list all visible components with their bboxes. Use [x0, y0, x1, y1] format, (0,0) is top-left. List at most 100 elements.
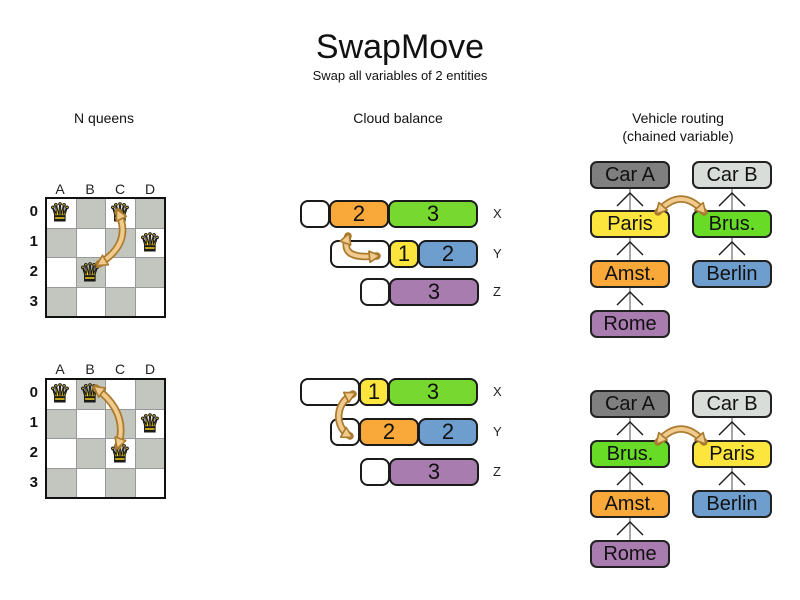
computer-label: X: [493, 206, 502, 221]
process-segment: 1: [389, 240, 419, 268]
queen-icon: ♛: [138, 228, 162, 257]
board-cell: [135, 380, 164, 409]
heading-cloud-balance: Cloud balance: [353, 110, 443, 126]
board-row-label: 2: [29, 444, 38, 461]
computer-label: Z: [493, 464, 501, 479]
board-cell: [47, 258, 76, 287]
board-col-label: B: [85, 361, 95, 377]
process-segment: 2: [359, 418, 419, 446]
computer-label: Z: [493, 284, 501, 299]
process-segment: 2: [329, 200, 389, 228]
free-segment: [330, 418, 360, 446]
free-segment: [360, 278, 390, 306]
vr-box-berlin-after: Berlin: [692, 490, 772, 518]
board-cell: [135, 468, 164, 497]
page-subtitle: Swap all variables of 2 entities: [312, 68, 488, 83]
free-segment: [330, 240, 390, 268]
board-cell: [135, 287, 164, 316]
board-cell: [76, 287, 105, 316]
vr-box-brus-after: Brus.: [590, 440, 670, 468]
cloud-computer-y-before: 1 2: [330, 240, 478, 268]
free-segment: [360, 458, 390, 486]
cloud-computer-z-after: 3: [360, 458, 479, 486]
free-segment: [300, 200, 330, 228]
queen-icon: ♛: [108, 439, 132, 468]
process-segment: 3: [388, 378, 478, 406]
process-segment: 2: [418, 240, 478, 268]
board-col-label: D: [144, 361, 156, 377]
vr-box-paris-after: Paris: [692, 440, 772, 468]
vr-box-amst-before: Amst.: [590, 260, 670, 288]
computer-label: Y: [493, 246, 502, 261]
chain-arrows-before: [616, 189, 746, 310]
board-cell: [47, 380, 76, 409]
computer-label: Y: [493, 424, 502, 439]
board-cell: [76, 199, 105, 228]
cloud-computer-z-before: 3: [360, 278, 479, 306]
process-segment: 3: [389, 278, 479, 306]
process-segment: 3: [388, 200, 478, 228]
vr-box-berlin-before: Berlin: [692, 260, 772, 288]
board-cell: [106, 380, 135, 409]
vr-box-car-b-before: Car B: [692, 161, 772, 189]
board-cell: [76, 468, 105, 497]
vr-box-car-a-before: Car A: [590, 161, 670, 189]
board-col-label: A: [55, 361, 65, 377]
vr-box-brus-before: Brus.: [692, 210, 772, 238]
page-title: SwapMove: [315, 28, 485, 66]
board-cell: [135, 409, 164, 438]
queen-icon: ♛: [78, 379, 102, 408]
queen-icon: ♛: [138, 409, 162, 438]
process-segment: 1: [359, 378, 389, 406]
board-cell: [106, 409, 135, 438]
board-col-label: C: [114, 361, 126, 377]
board-cell: [135, 439, 164, 468]
heading-vehicle-routing-sub: (chained variable): [622, 128, 734, 144]
queen-icon: ♛: [48, 379, 72, 408]
board-cell: [135, 258, 164, 287]
board-col-label: B: [85, 181, 95, 197]
process-segment: 2: [418, 418, 478, 446]
board-cell: [106, 228, 135, 257]
board-cell: [47, 287, 76, 316]
board-row-label: 0: [29, 384, 38, 401]
free-segment: [300, 378, 360, 406]
vr-box-rome-before: Rome: [590, 310, 670, 338]
board-cell: [76, 439, 105, 468]
board-cell: [76, 409, 105, 438]
cloud-computer-y-after: 2 2: [330, 418, 478, 446]
board-cell: [47, 228, 76, 257]
board-row-label: 2: [29, 263, 38, 280]
board-cell: [76, 228, 105, 257]
board-row-label: 1: [29, 414, 38, 431]
board-col-label: A: [55, 181, 65, 197]
cloud-computer-x-before: 2 3: [300, 200, 478, 228]
queen-icon: ♛: [78, 258, 102, 287]
vr-box-paris-before: Paris: [590, 210, 670, 238]
process-segment: 3: [389, 458, 479, 486]
board-cell: [47, 439, 76, 468]
queen-icon: ♛: [108, 198, 132, 227]
board-cell: [135, 228, 164, 257]
chain-arrows-after: [616, 418, 746, 540]
board-row-label: 1: [29, 233, 38, 250]
board-cell: [47, 199, 76, 228]
board-cell: [47, 409, 76, 438]
board-cell: [135, 199, 164, 228]
computer-label: X: [493, 384, 502, 399]
vr-box-car-b-after: Car B: [692, 390, 772, 418]
board-cell: [106, 287, 135, 316]
board-cell: [47, 468, 76, 497]
board-col-label: C: [114, 181, 126, 197]
vr-box-rome-after: Rome: [590, 540, 670, 568]
cloud-computer-x-after: 1 3: [300, 378, 478, 406]
vr-box-amst-after: Amst.: [590, 490, 670, 518]
board-row-label: 3: [29, 293, 38, 310]
heading-vehicle-routing: Vehicle routing: [632, 110, 724, 126]
board-cell: [106, 468, 135, 497]
heading-nqueens: N queens: [74, 110, 134, 126]
vr-box-car-a-after: Car A: [590, 390, 670, 418]
board-row-label: 0: [29, 203, 38, 220]
queen-icon: ♛: [48, 198, 72, 227]
